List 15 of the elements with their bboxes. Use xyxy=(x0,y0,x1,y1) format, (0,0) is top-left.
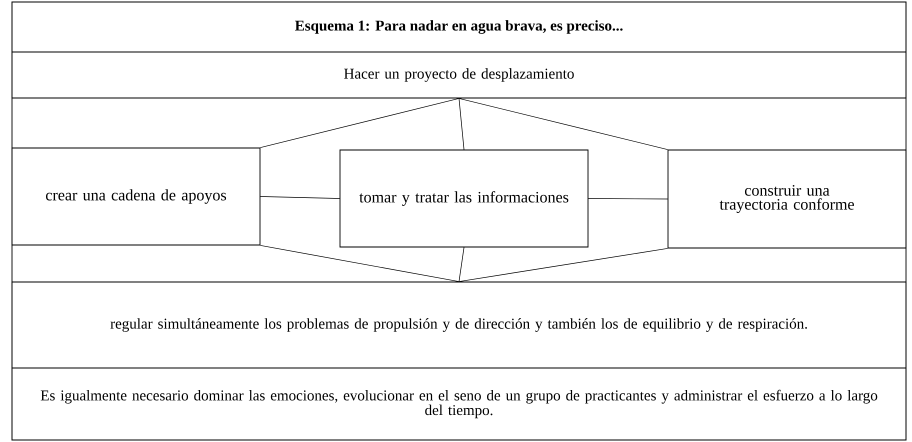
connector-line xyxy=(260,245,460,282)
connector-line xyxy=(260,98,460,148)
process-box: crear una cadena de apoyos xyxy=(12,148,260,246)
connector-line xyxy=(588,198,668,200)
process-box: construir una trayectoria conforme xyxy=(668,150,906,248)
connector-line xyxy=(458,98,464,150)
text-row: Es igualmente necesario dominar las emociones, evolucionar en el seno de un grupo de practicantes y administrar el esfuerzo a lo largo del tiempo. xyxy=(12,368,906,440)
text-row: regular simultáneamente los problemas de propulsión y de dirección y también los de equilibrio y de respiración. xyxy=(12,282,906,368)
header-row: Hacer un proyecto de desplazamiento xyxy=(12,52,906,98)
connector-line xyxy=(458,248,668,282)
process-box: tomar y tratar las informaciones xyxy=(340,150,588,248)
connector-line xyxy=(458,98,668,150)
connector-line xyxy=(458,247,464,282)
connector-line xyxy=(260,196,340,199)
title-band: Esquema 1: Para nadar en agua brava, es preciso... xyxy=(12,2,906,52)
